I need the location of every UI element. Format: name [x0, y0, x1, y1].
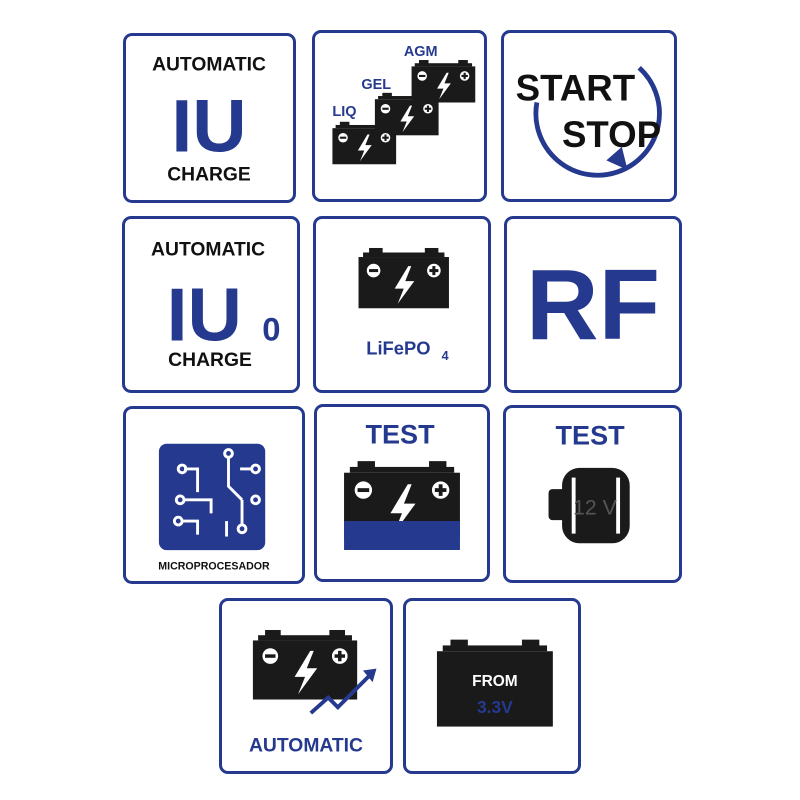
battery-types-icon: AGM GEL LIQ: [312, 30, 487, 202]
iu-charge-icon: AUTOMATIC IU CHARGE: [123, 33, 296, 203]
from-voltage-icon: FROM 3.3V: [403, 598, 581, 774]
lifepo4-subscript: 4: [442, 349, 449, 363]
alternator-test-label: TEST: [556, 421, 626, 451]
battery-icon: [344, 461, 460, 550]
iu0-charge-subscript: 0: [262, 311, 280, 348]
chip-icon: [158, 443, 266, 551]
microprocessor-icon: MICROPROCESADOR: [123, 406, 305, 584]
rising-arrow-icon: [309, 673, 373, 715]
battery-test-label: TEST: [366, 420, 436, 450]
battery-icon: [358, 247, 449, 309]
voltage-label: 12 V: [573, 495, 618, 519]
stop-label: STOP: [562, 114, 661, 155]
lifepo4-label: LiFePO: [366, 337, 430, 358]
microprocessor-label: MICROPROCESADOR: [158, 560, 270, 572]
battery-test-icon: TEST: [314, 404, 490, 582]
liq-label: LIQ: [332, 104, 356, 120]
rf-icon: RF: [504, 216, 682, 393]
battery-icon: [436, 639, 553, 727]
iu0-charge-icon: AUTOMATIC IU 0 CHARGE: [122, 216, 300, 393]
battery-icon: [252, 630, 358, 700]
circular-arrow-icon: [533, 65, 662, 178]
iu-charge-top-label: AUTOMATIC: [152, 55, 266, 76]
from-label: FROM: [472, 673, 517, 690]
voltage-label: 3.3V: [477, 697, 513, 717]
start-label: START: [516, 68, 635, 109]
alternator-test-icon: TEST 12 V: [503, 405, 682, 583]
alternator-icon: [548, 467, 630, 544]
lifepo4-icon: LiFePO 4: [313, 216, 491, 393]
iu-charge-big-label: IU: [171, 84, 246, 168]
charge-level-fill: [344, 521, 460, 550]
start-stop-icon: START STOP: [501, 30, 677, 202]
rf-label: RF: [526, 249, 660, 361]
arrow-head-icon: [362, 668, 377, 683]
automatic-label: AUTOMATIC: [249, 736, 363, 757]
automatic-battery-icon: AUTOMATIC: [219, 598, 393, 774]
agm-label: AGM: [404, 44, 438, 60]
iu-charge-bottom-label: CHARGE: [167, 165, 251, 186]
liq-battery-icon: [332, 121, 397, 165]
gel-label: GEL: [361, 77, 391, 93]
iu0-charge-big-label: IU: [167, 273, 242, 357]
iu0-charge-bottom-label: CHARGE: [168, 350, 252, 371]
circuit-traces-icon: [172, 448, 261, 537]
arrow-head-icon: [606, 146, 628, 171]
iu0-charge-top-label: AUTOMATIC: [151, 240, 265, 261]
